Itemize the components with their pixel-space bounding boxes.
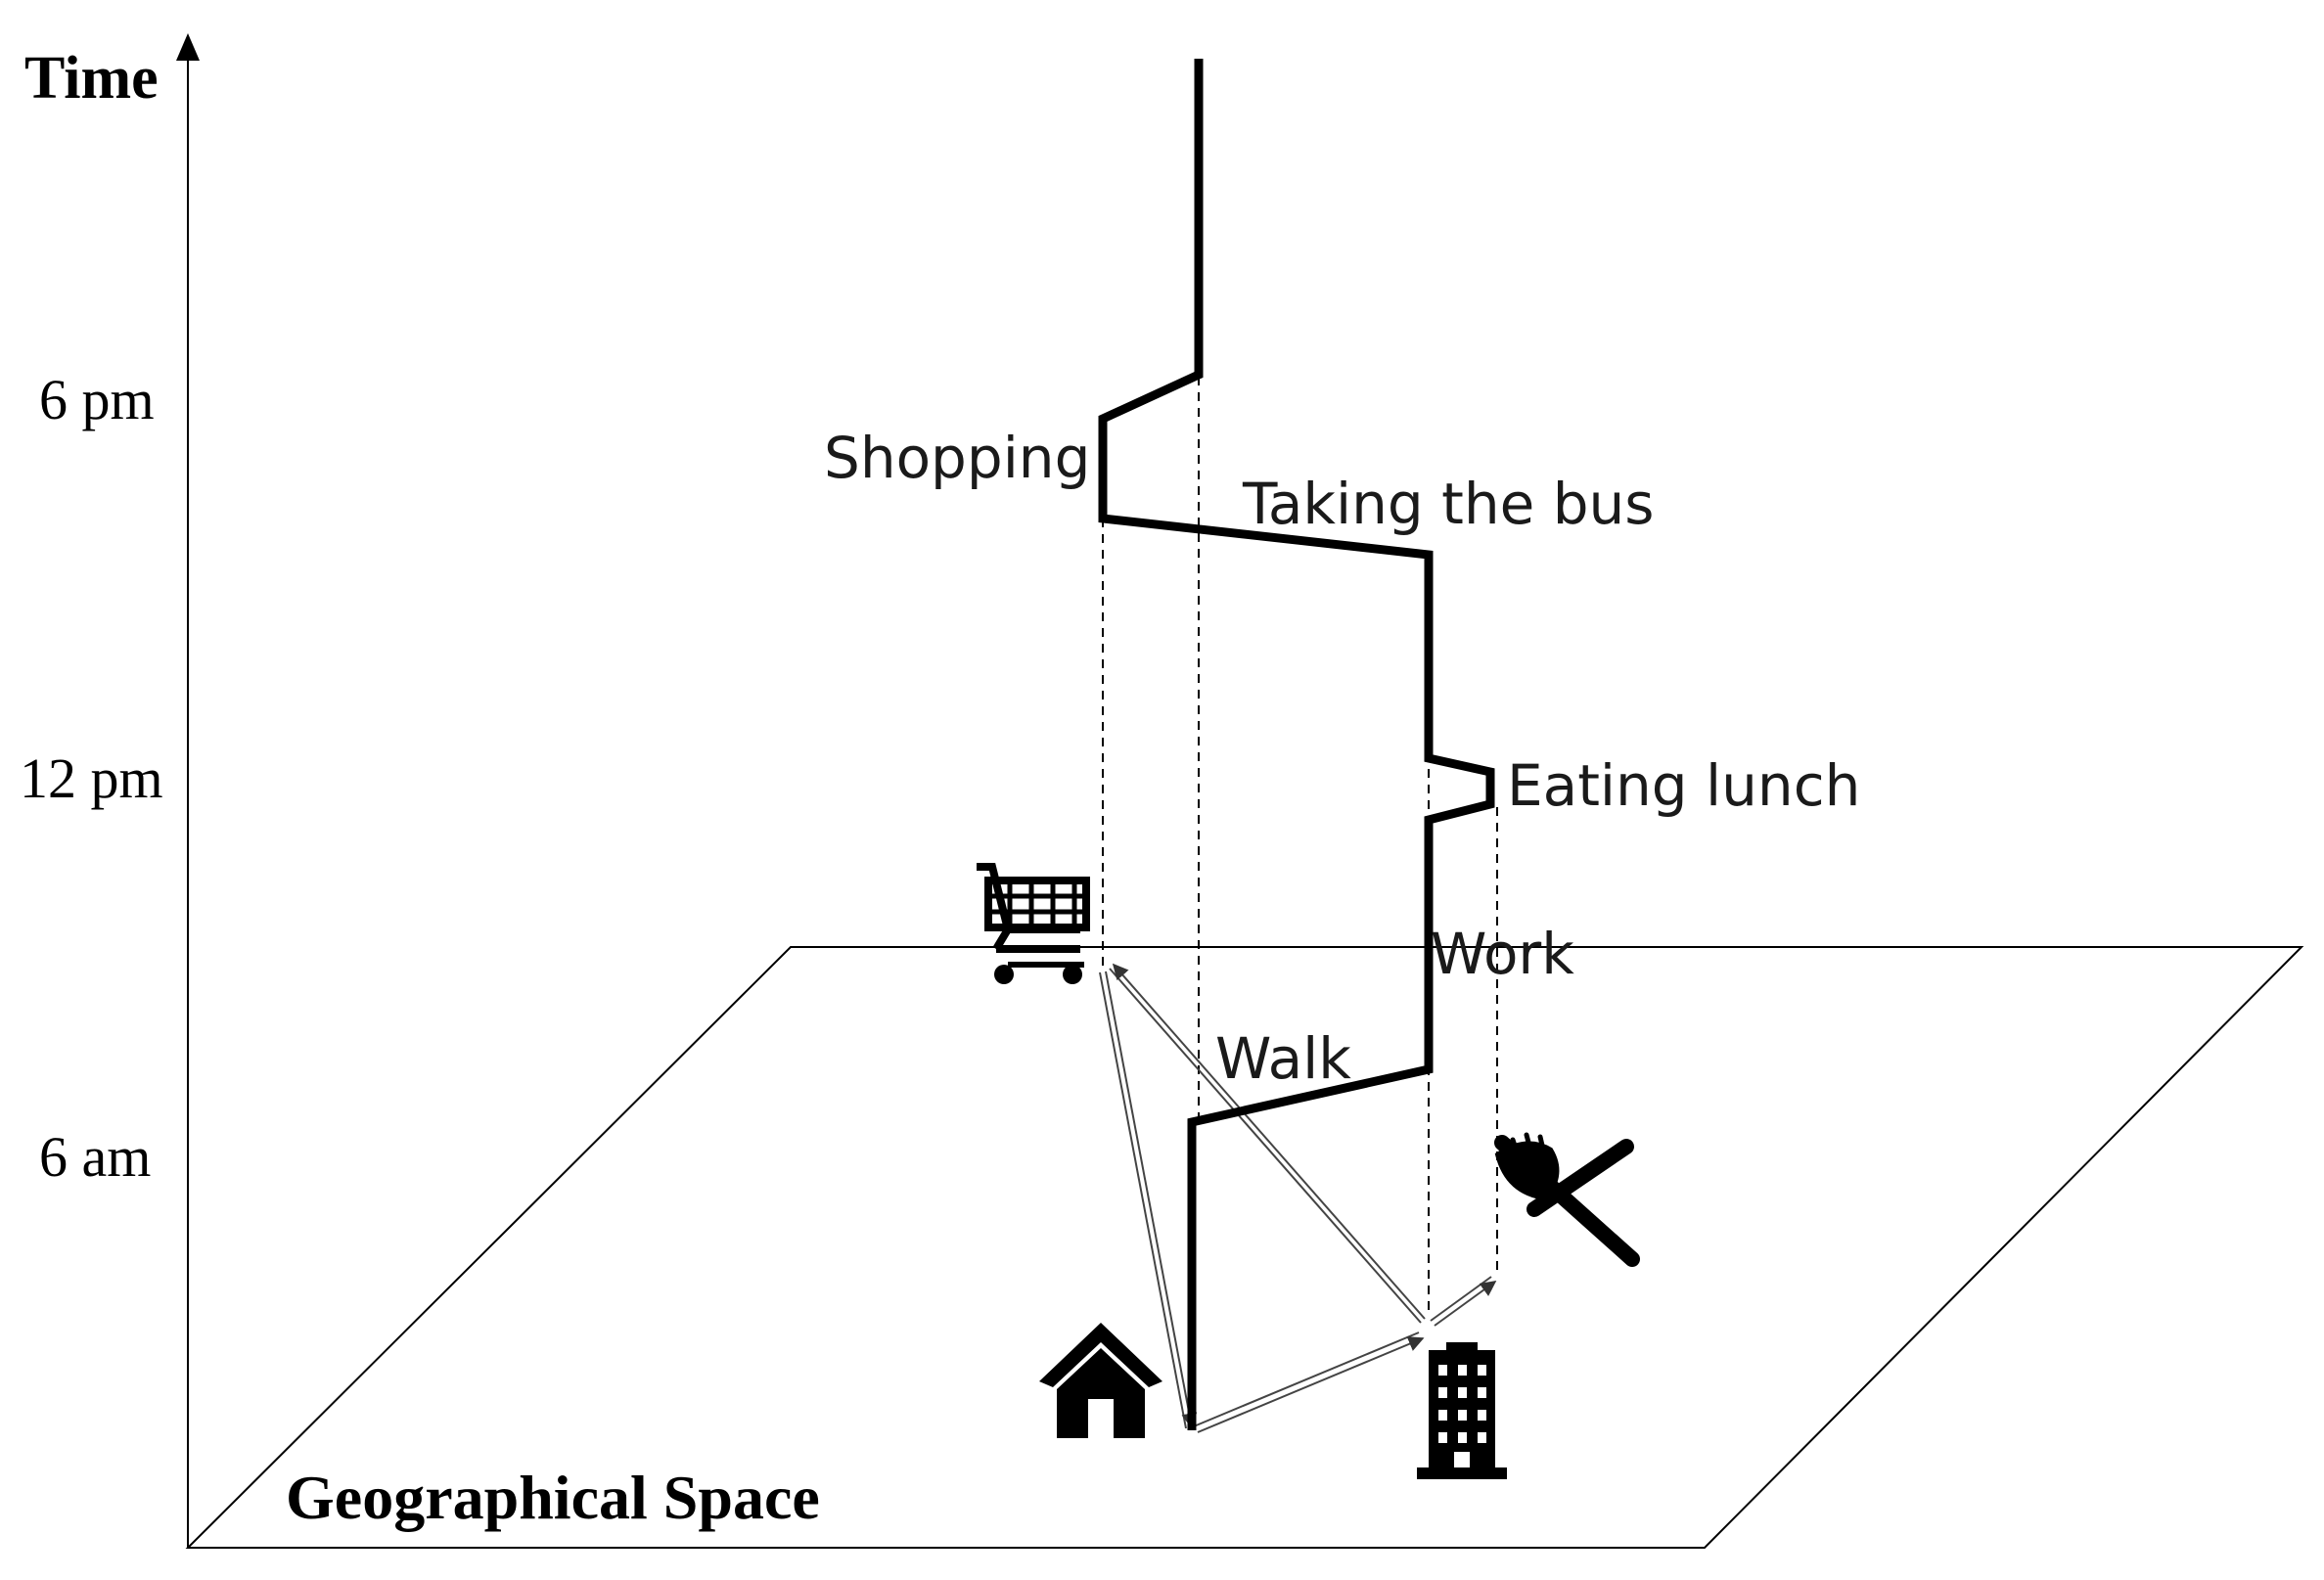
tick-label-12pm: 12 pm <box>20 746 163 810</box>
path-work-to-lunch-a <box>1430 1276 1492 1322</box>
path-shop-to-home-b <box>1105 971 1198 1429</box>
path-shop-to-home-a <box>1099 971 1187 1429</box>
activity-label-lunch: Eating lunch <box>1507 752 1860 819</box>
activity-label-work: Work <box>1431 921 1574 987</box>
path-home-to-work-b <box>1197 1336 1425 1433</box>
ground-paths <box>1099 963 1497 1433</box>
tick-label-6am: 6 am <box>39 1125 151 1189</box>
activity-label-walk: Walk <box>1215 1025 1351 1092</box>
space-time-path <box>1098 59 1495 1430</box>
path-home-to-work-a <box>1193 1332 1420 1427</box>
projection-lines <box>1102 377 1498 1313</box>
path-work-to-lunch-b <box>1434 1281 1497 1327</box>
activity-label-shopping: Shopping <box>824 425 1090 491</box>
tick-label-6pm: 6 pm <box>39 368 155 431</box>
path-work-to-shop-a <box>1109 968 1422 1324</box>
time-axis-label: Time <box>24 45 159 112</box>
geographical-plane <box>185 946 2304 1549</box>
time-axis-arrowhead <box>176 33 200 61</box>
office-building-icon <box>1417 1342 1507 1479</box>
activity-label-bus: Taking the bus <box>1242 471 1655 537</box>
plane-label: Geographical Space <box>286 1463 820 1532</box>
path-work-to-shop-b <box>1112 963 1426 1320</box>
house-icon <box>1039 1323 1162 1438</box>
fork-knife-icon <box>1494 1132 1640 1267</box>
shopping-cart-icon <box>977 863 1090 984</box>
